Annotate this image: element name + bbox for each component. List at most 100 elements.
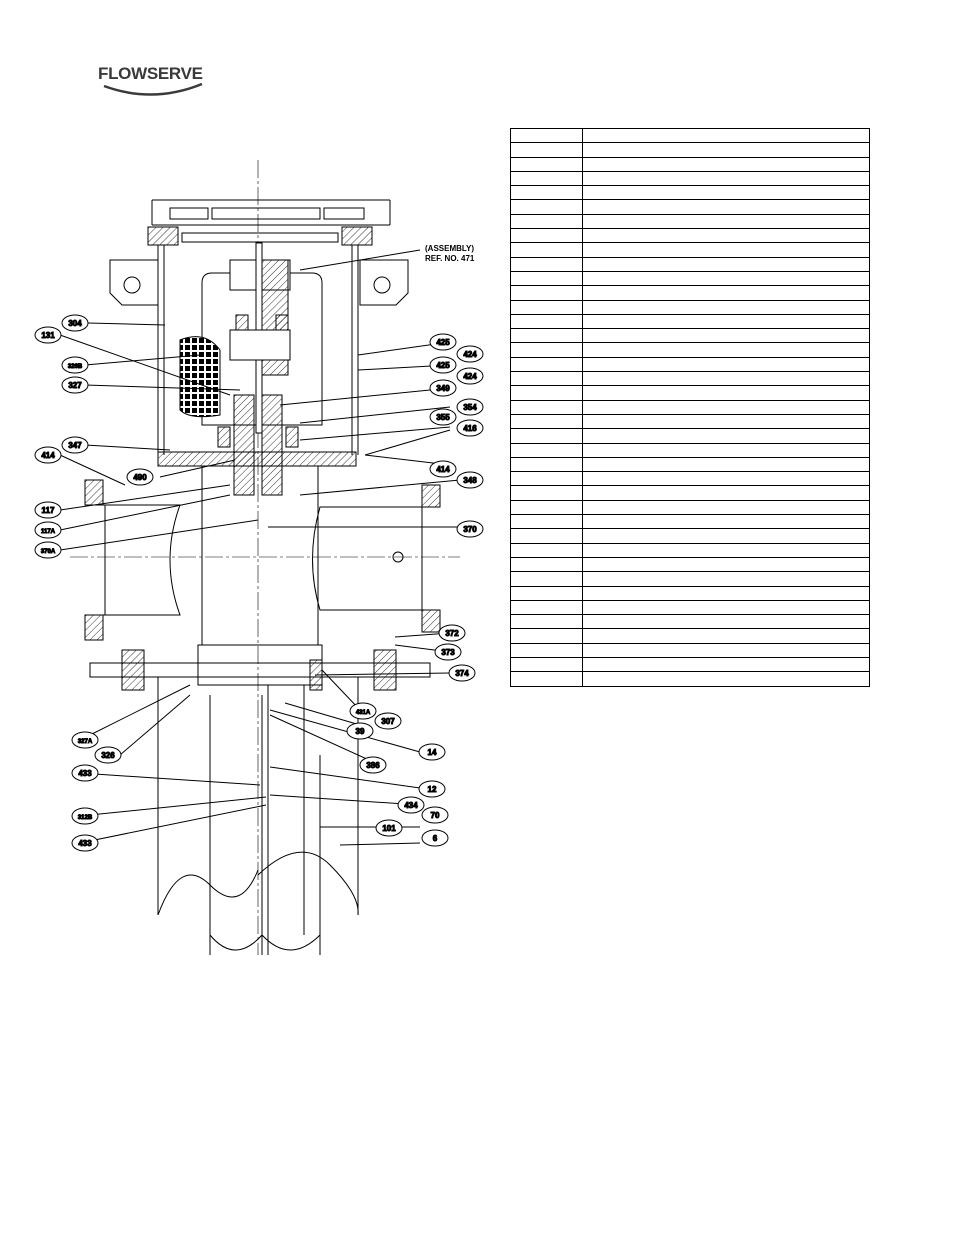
table-cell [510, 628, 583, 644]
table-row [510, 256, 870, 272]
table-cell [510, 585, 583, 601]
table-cell [582, 528, 870, 544]
table-cell [510, 571, 583, 587]
table-cell [582, 542, 870, 558]
svg-text:424: 424 [463, 372, 477, 381]
table-row [510, 514, 870, 530]
table-cell [510, 156, 583, 172]
table-cell [582, 585, 870, 601]
table-cell [582, 213, 870, 230]
table-cell [582, 199, 870, 215]
svg-text:307: 307 [381, 717, 395, 726]
table-cell [582, 127, 870, 144]
table-row [510, 585, 870, 601]
table-cell [582, 342, 870, 358]
svg-text:326B: 326B [68, 364, 83, 370]
table-row [510, 313, 870, 330]
table-cell [510, 228, 583, 244]
table-cell [582, 614, 870, 630]
logo-swoosh-icon [103, 82, 203, 96]
svg-text:355: 355 [436, 413, 450, 422]
svg-text:39: 39 [356, 727, 365, 736]
svg-text:70: 70 [431, 811, 440, 820]
table-cell [582, 428, 870, 444]
table-cell [510, 342, 583, 358]
table-row [510, 456, 870, 473]
svg-text:117A: 117A [41, 529, 56, 535]
table-row [510, 199, 870, 215]
table-cell [582, 471, 870, 487]
table-cell [510, 270, 583, 287]
table-row [510, 542, 870, 558]
table-cell [510, 456, 583, 473]
flowserve-logo: FLOWSERVE [98, 60, 210, 102]
svg-text:117: 117 [42, 506, 55, 515]
table-row [510, 413, 870, 430]
table-cell [582, 385, 870, 401]
table-row [510, 270, 870, 287]
svg-text:304: 304 [68, 319, 82, 328]
table-cell [582, 571, 870, 587]
svg-text:348: 348 [463, 476, 477, 485]
table-row [510, 571, 870, 587]
table-cell [510, 356, 583, 373]
table-cell [582, 299, 870, 315]
table-cell [510, 528, 583, 544]
svg-text:354: 354 [463, 403, 477, 412]
table-cell [510, 642, 583, 658]
table-cell [582, 399, 870, 415]
table-row [510, 399, 870, 415]
table-cell [510, 313, 583, 330]
table-cell [510, 199, 583, 215]
svg-text:425: 425 [436, 338, 450, 347]
svg-text:14: 14 [428, 748, 437, 757]
table-cell [510, 671, 583, 687]
table-row [510, 599, 870, 616]
table-cell [510, 428, 583, 444]
svg-text:327: 327 [68, 381, 82, 390]
cross-section-drawing: 131 304 326B 327 347 414 490 117 117A 37… [34, 160, 484, 955]
table-cell [510, 385, 583, 401]
table-row [510, 385, 870, 401]
table-cell [510, 328, 583, 344]
table-cell [582, 371, 870, 387]
table-cell [510, 614, 583, 630]
table-cell [510, 485, 583, 501]
table-row [510, 342, 870, 358]
table-row [510, 614, 870, 630]
table-cell [510, 542, 583, 558]
table-cell [582, 142, 870, 158]
table-cell [510, 514, 583, 530]
table-cell [582, 256, 870, 272]
table-cell [510, 170, 583, 187]
table-cell [582, 156, 870, 172]
svg-text:347: 347 [68, 441, 82, 450]
svg-text:372: 372 [445, 629, 459, 638]
table-cell [582, 628, 870, 644]
table-row [510, 642, 870, 658]
table-cell [582, 642, 870, 658]
table-cell [582, 456, 870, 473]
table-cell [510, 371, 583, 387]
table-row [510, 299, 870, 315]
table-cell [510, 285, 583, 301]
table-cell [582, 442, 870, 458]
table-row [510, 242, 870, 258]
table-cell [582, 514, 870, 530]
assembly-note-line2: REF. NO. 471 [425, 254, 475, 263]
table-cell [510, 185, 583, 201]
table-row [510, 656, 870, 673]
svg-text:416: 416 [463, 424, 477, 433]
table-cell [510, 499, 583, 516]
table-row [510, 142, 870, 158]
svg-text:370: 370 [463, 525, 477, 534]
table-cell [510, 656, 583, 673]
table-cell [582, 328, 870, 344]
parts-list-table [510, 127, 870, 687]
table-row [510, 213, 870, 230]
table-cell [510, 442, 583, 458]
table-row [510, 628, 870, 644]
svg-text:131: 131 [41, 331, 55, 340]
svg-text:433: 433 [78, 839, 92, 848]
table-row [510, 442, 870, 458]
